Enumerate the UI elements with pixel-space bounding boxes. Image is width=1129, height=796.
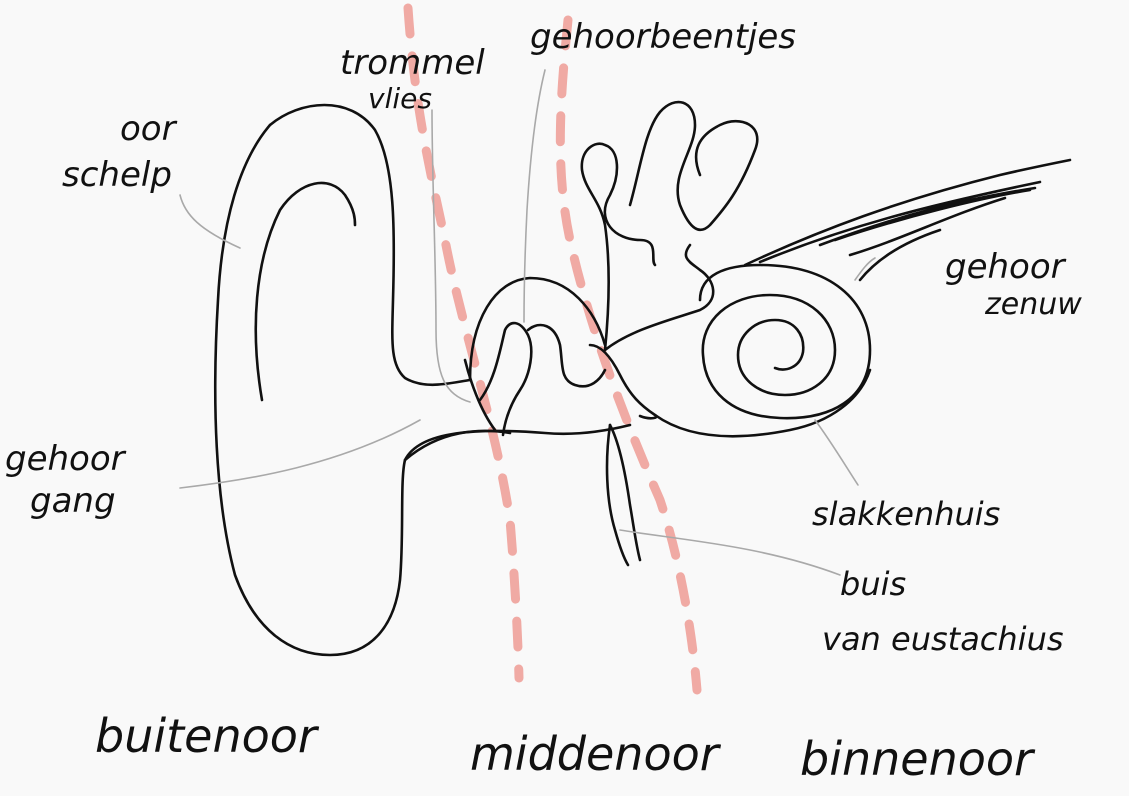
leader-buis	[619, 529, 841, 576]
leader-gehoorgang	[179, 419, 421, 489]
anvil	[526, 323, 607, 388]
region-titles: buitenoor middenoor binnenoor	[95, 709, 1036, 786]
cochlea-spiral	[698, 263, 872, 420]
leader-lines	[179, 69, 876, 576]
leader-trommelvlies	[431, 109, 471, 403]
label-slakkenhuis: slakkenhuis	[812, 495, 1000, 533]
eustachian-tube-back	[608, 423, 642, 562]
vestibule	[603, 243, 715, 352]
leader-oorschelp	[179, 194, 241, 249]
pinna-top	[268, 103, 472, 387]
cochlea-base	[653, 368, 872, 438]
label-zenuw: zenuw	[984, 287, 1082, 322]
outer-ear-drawing	[213, 103, 632, 657]
label-oor: oor	[120, 109, 178, 149]
pinna-outline	[213, 123, 632, 657]
region-buitenoor: buitenoor	[95, 709, 320, 763]
ossicles-drawing	[463, 276, 658, 437]
labels: oor schelp trommel vlies gehoorbeentjes …	[5, 17, 1082, 658]
region-dividers	[403, 3, 702, 695]
middle-ear-cavity	[468, 276, 607, 382]
label-gehoorbeentjes: gehoorbeentjes	[530, 17, 796, 57]
antihelix	[254, 181, 357, 402]
region-binnenoor: binnenoor	[800, 732, 1036, 786]
label-vlies: vlies	[368, 82, 432, 115]
label-gehoor-zenuw-1: gehoor	[945, 247, 1067, 287]
canal-lower	[403, 429, 512, 462]
stirrup	[588, 343, 658, 420]
semicircular-canal-1	[580, 142, 657, 352]
label-schelp: schelp	[62, 155, 172, 195]
eardrum-edge	[463, 358, 497, 432]
inner-ear-drawing	[580, 100, 1072, 567]
label-van-eustachius: van eustachius	[822, 620, 1064, 658]
label-trommel: trommel	[340, 43, 485, 83]
divider-middle-inner	[555, 15, 702, 695]
eustachian-tube-front	[605, 423, 630, 567]
leader-gehoorbeentjes	[523, 69, 546, 323]
hammer	[478, 321, 533, 437]
semicircular-canal-2	[628, 100, 759, 231]
leader-gehoorzenuw	[854, 257, 876, 281]
leader-slakkenhuis	[814, 419, 859, 486]
label-buis: buis	[840, 565, 906, 603]
region-middenoor: middenoor	[470, 727, 722, 781]
label-gang: gang	[30, 481, 116, 521]
auditory-nerve	[743, 158, 1072, 282]
label-gehoor-gang-1: gehoor	[5, 439, 127, 479]
